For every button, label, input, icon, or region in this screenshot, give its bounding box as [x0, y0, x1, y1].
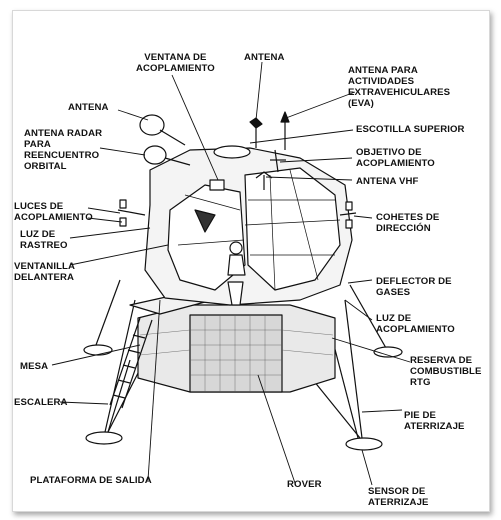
landing-leg-back-left: [83, 279, 121, 356]
label-escotilla-superior: ESCOTILLA SUPERIOR: [356, 124, 465, 135]
label-plataforma-salida: PLATAFORMA DE SALIDA: [30, 475, 152, 486]
label-deflector-gases: DEFLECTOR DE GASES: [376, 276, 452, 298]
eva-antenna: [280, 111, 290, 150]
rcs-thruster-left: [117, 199, 146, 227]
astronaut-figure: [227, 241, 246, 306]
ladder: [109, 317, 153, 409]
label-antena-left: ANTENA: [68, 102, 109, 113]
descent-stage: [137, 304, 336, 393]
label-pie-aterrizaje: PIE DE ATERRIZAJE: [404, 410, 465, 432]
label-ventana-acoplamiento: VENTANA DE ACOPLAMIENTO: [136, 52, 215, 74]
label-cohetes-direccion: COHETES DE DIRECCIÓN: [376, 212, 440, 234]
label-antena-radar: ANTENA RADAR PARA REENCUENTRO ORBITAL: [24, 128, 103, 172]
vhf-antenna: [255, 171, 273, 190]
label-luces-acoplamiento: LUCES DE ACOPLAMIENTO: [14, 201, 93, 223]
label-sensor-aterrizaje: SENSOR DE ATERRIZAJE: [368, 486, 429, 508]
leader-lines: [51, 61, 411, 487]
label-luz-acoplamiento: LUZ DE ACOPLAMIENTO: [376, 313, 455, 335]
label-reserva-combustible: RESERVA DE COMBUSTIBLE RTG: [410, 355, 482, 388]
label-luz-rastreo: LUZ DE RASTREO: [20, 229, 68, 251]
radar-antenna: [139, 114, 191, 166]
label-antena-top: ANTENA: [244, 52, 285, 63]
ascent-stage: [144, 145, 353, 306]
label-objetivo-acoplamiento: OBJETIVO DE ACOPLAMIENTO: [356, 147, 435, 169]
label-antena-vhf: ANTENA VHF: [356, 176, 419, 187]
label-antena-eva: ANTENA PARA ACTIVIDADES EXTRAVEHICULARES…: [348, 65, 451, 109]
label-escalera: ESCALERA: [14, 397, 68, 408]
label-ventanilla-delantera: VENTANILLA DELANTERA: [14, 261, 76, 283]
antenna-top: [249, 117, 263, 148]
docking-target: [270, 149, 286, 173]
label-mesa: MESA: [20, 361, 49, 372]
label-rover: ROVER: [287, 479, 322, 490]
rcs-thruster-right: [339, 201, 357, 229]
